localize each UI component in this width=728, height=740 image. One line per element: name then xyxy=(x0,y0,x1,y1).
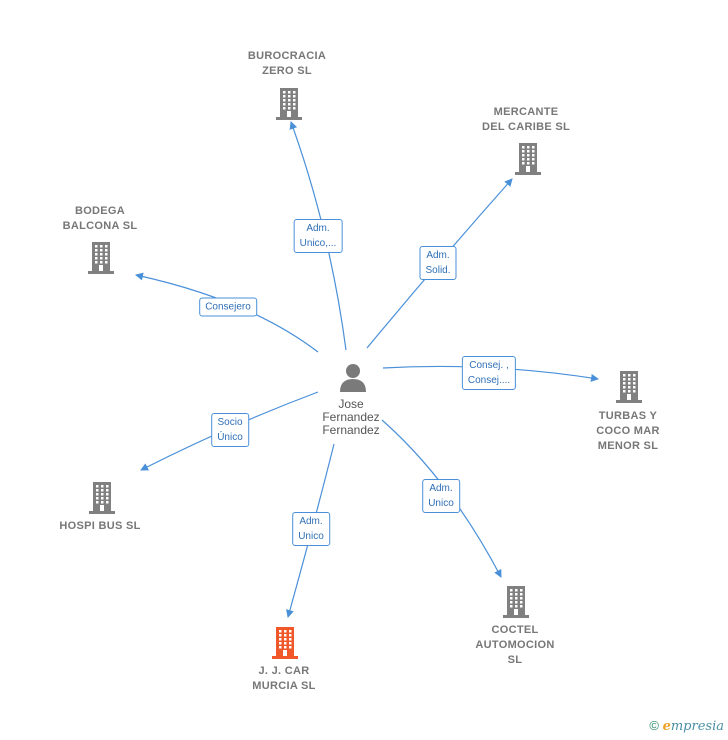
building-icon xyxy=(89,482,115,514)
company-name: BUROCRACIA ZERO SL xyxy=(247,50,327,77)
building-icon xyxy=(272,627,298,659)
edge-label-turbas[interactable]: Consej. , Consej.... xyxy=(461,356,517,390)
edge-label-jjcar[interactable]: Adm. Unico xyxy=(292,512,330,546)
company-name: J. J. CAR MURCIA SL xyxy=(252,665,316,692)
company-name: COCTEL AUTOMOCION SL xyxy=(475,624,555,666)
building-icon xyxy=(515,143,541,175)
brand-footer[interactable]: © empresia xyxy=(649,718,724,734)
edge-label-burocracia[interactable]: Adm. Unico,... xyxy=(293,219,343,253)
edge-label-mercante[interactable]: Adm. Solid. xyxy=(419,246,457,280)
company-name: BODEGA BALCONA SL xyxy=(62,205,138,232)
brand-logo: empresia xyxy=(662,719,724,734)
company-name: HOSPI BUS SL xyxy=(59,520,141,532)
company-name: TURBAS Y COCO MAR MENOR SL xyxy=(596,410,660,452)
copyright-icon: © xyxy=(649,718,659,733)
edge-label-hospi[interactable]: Socio Único xyxy=(211,413,249,447)
person-icon xyxy=(340,364,366,392)
building-icon xyxy=(616,371,642,403)
company-name: MERCANTE DEL CARIBE SL xyxy=(481,106,571,133)
building-icon xyxy=(503,586,529,618)
building-icon xyxy=(88,242,114,274)
edge-label-bodega[interactable]: Consejero xyxy=(199,297,257,317)
person-name: Jose Fernandez Fernandez xyxy=(322,397,380,437)
building-icon xyxy=(276,88,302,120)
edge-label-coctel[interactable]: Adm. Unico xyxy=(422,479,460,513)
